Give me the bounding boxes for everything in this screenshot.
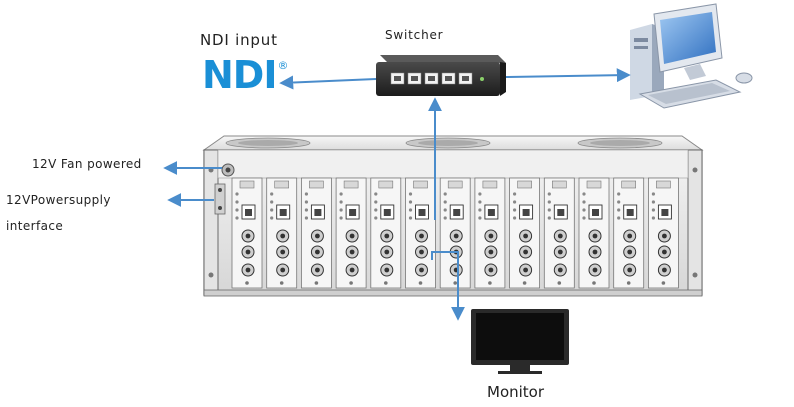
card-module (543, 177, 575, 289)
card-module (405, 177, 436, 289)
card-module (509, 177, 541, 289)
fan-icon (405, 137, 491, 149)
card-module (370, 177, 402, 289)
card-module (578, 177, 610, 289)
power-supply-label-line1: 12VPowersupply (6, 193, 111, 207)
card-module (266, 177, 298, 289)
card-module (474, 177, 506, 289)
monitor-label: Monitor (487, 383, 545, 401)
card-module (439, 177, 471, 289)
desktop-computer-icon (630, 3, 753, 109)
fan-icon (577, 137, 663, 149)
monitor-icon (471, 309, 569, 374)
arrow-card-to-monitor (431, 251, 465, 321)
card-module (335, 177, 367, 289)
card-module (648, 177, 679, 289)
ndi-logo: NDI® (202, 53, 288, 97)
ndi-input-label: NDI input (200, 31, 278, 49)
arrow-switcher-to-ndi (279, 75, 377, 90)
connection-arrows (163, 68, 631, 321)
power-supply-port-icon (214, 183, 226, 215)
fan-power-connector-icon (221, 163, 235, 177)
power-supply-label-line2: interface (6, 219, 64, 233)
card-module (231, 177, 263, 289)
ndi-logo-mark: ® (277, 59, 288, 72)
card-module (300, 177, 332, 289)
ndi-logo-text: NDI (202, 53, 277, 97)
fan-icon (225, 137, 311, 149)
rack-chassis-icon (202, 135, 704, 297)
arrow-switcher-to-computer (505, 68, 631, 83)
fan-powered-label: 12V Fan powered (32, 157, 142, 171)
switcher-label: Switcher (385, 28, 444, 42)
card-module (613, 177, 645, 289)
network-switch-icon (376, 55, 506, 96)
